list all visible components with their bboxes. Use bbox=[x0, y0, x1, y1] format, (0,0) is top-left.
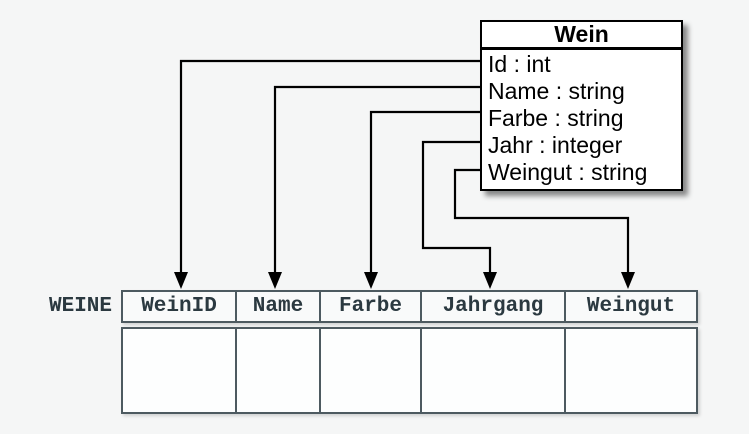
table-body-cell bbox=[123, 329, 237, 412]
column-header-farbe: Farbe bbox=[321, 292, 422, 321]
arrowhead-icon bbox=[621, 272, 635, 289]
arrowhead-icon bbox=[364, 272, 378, 289]
class-attributes-compartment: Id : int Name : string Farbe : string Ja… bbox=[482, 50, 681, 189]
class-attribute-id: Id : int bbox=[488, 51, 551, 77]
arrowhead-icon bbox=[268, 272, 282, 289]
class-attribute-name: Name : string bbox=[488, 78, 625, 104]
mapping-arrow-weingut-weingut bbox=[453, 168, 635, 289]
connector-line bbox=[179, 59, 485, 276]
mapping-arrow-jahr-jahrgang bbox=[421, 140, 497, 289]
table-name-label: WEINE bbox=[48, 295, 112, 318]
class-attribute-farbe: Farbe : string bbox=[488, 105, 624, 131]
table-body-cell bbox=[237, 329, 321, 412]
connector-line bbox=[369, 110, 485, 276]
table-header-row: WeinID Name Farbe Jahrgang Weingut bbox=[121, 290, 698, 323]
mapping-arrow-farbe-farbe bbox=[364, 110, 485, 289]
mapping-arrow-name-name bbox=[268, 85, 485, 289]
arrowhead-icon bbox=[483, 272, 497, 289]
column-header-weingut: Weingut bbox=[586, 295, 676, 318]
column-header-weinid: WeinID bbox=[123, 292, 237, 321]
connector-line bbox=[273, 85, 485, 276]
connector-line bbox=[453, 168, 630, 276]
class-title: Wein bbox=[482, 22, 681, 50]
arrowhead-icon bbox=[174, 272, 188, 289]
class-attribute-jahr: Jahr : integer bbox=[488, 132, 623, 158]
column-header-name: Name bbox=[237, 292, 321, 321]
mapping-arrow-id-weinid bbox=[174, 59, 485, 289]
uml-class-box-wein: Wein Id : int Name : string Farbe : stri… bbox=[480, 20, 683, 191]
class-attribute-weingut: Weingut : string bbox=[488, 159, 648, 185]
column-header-jahrgang: Jahrgang bbox=[422, 292, 566, 321]
table-body-cell bbox=[321, 329, 422, 412]
connector-line bbox=[421, 140, 492, 276]
table-body-row bbox=[121, 327, 698, 414]
table-body-cell bbox=[422, 329, 566, 412]
